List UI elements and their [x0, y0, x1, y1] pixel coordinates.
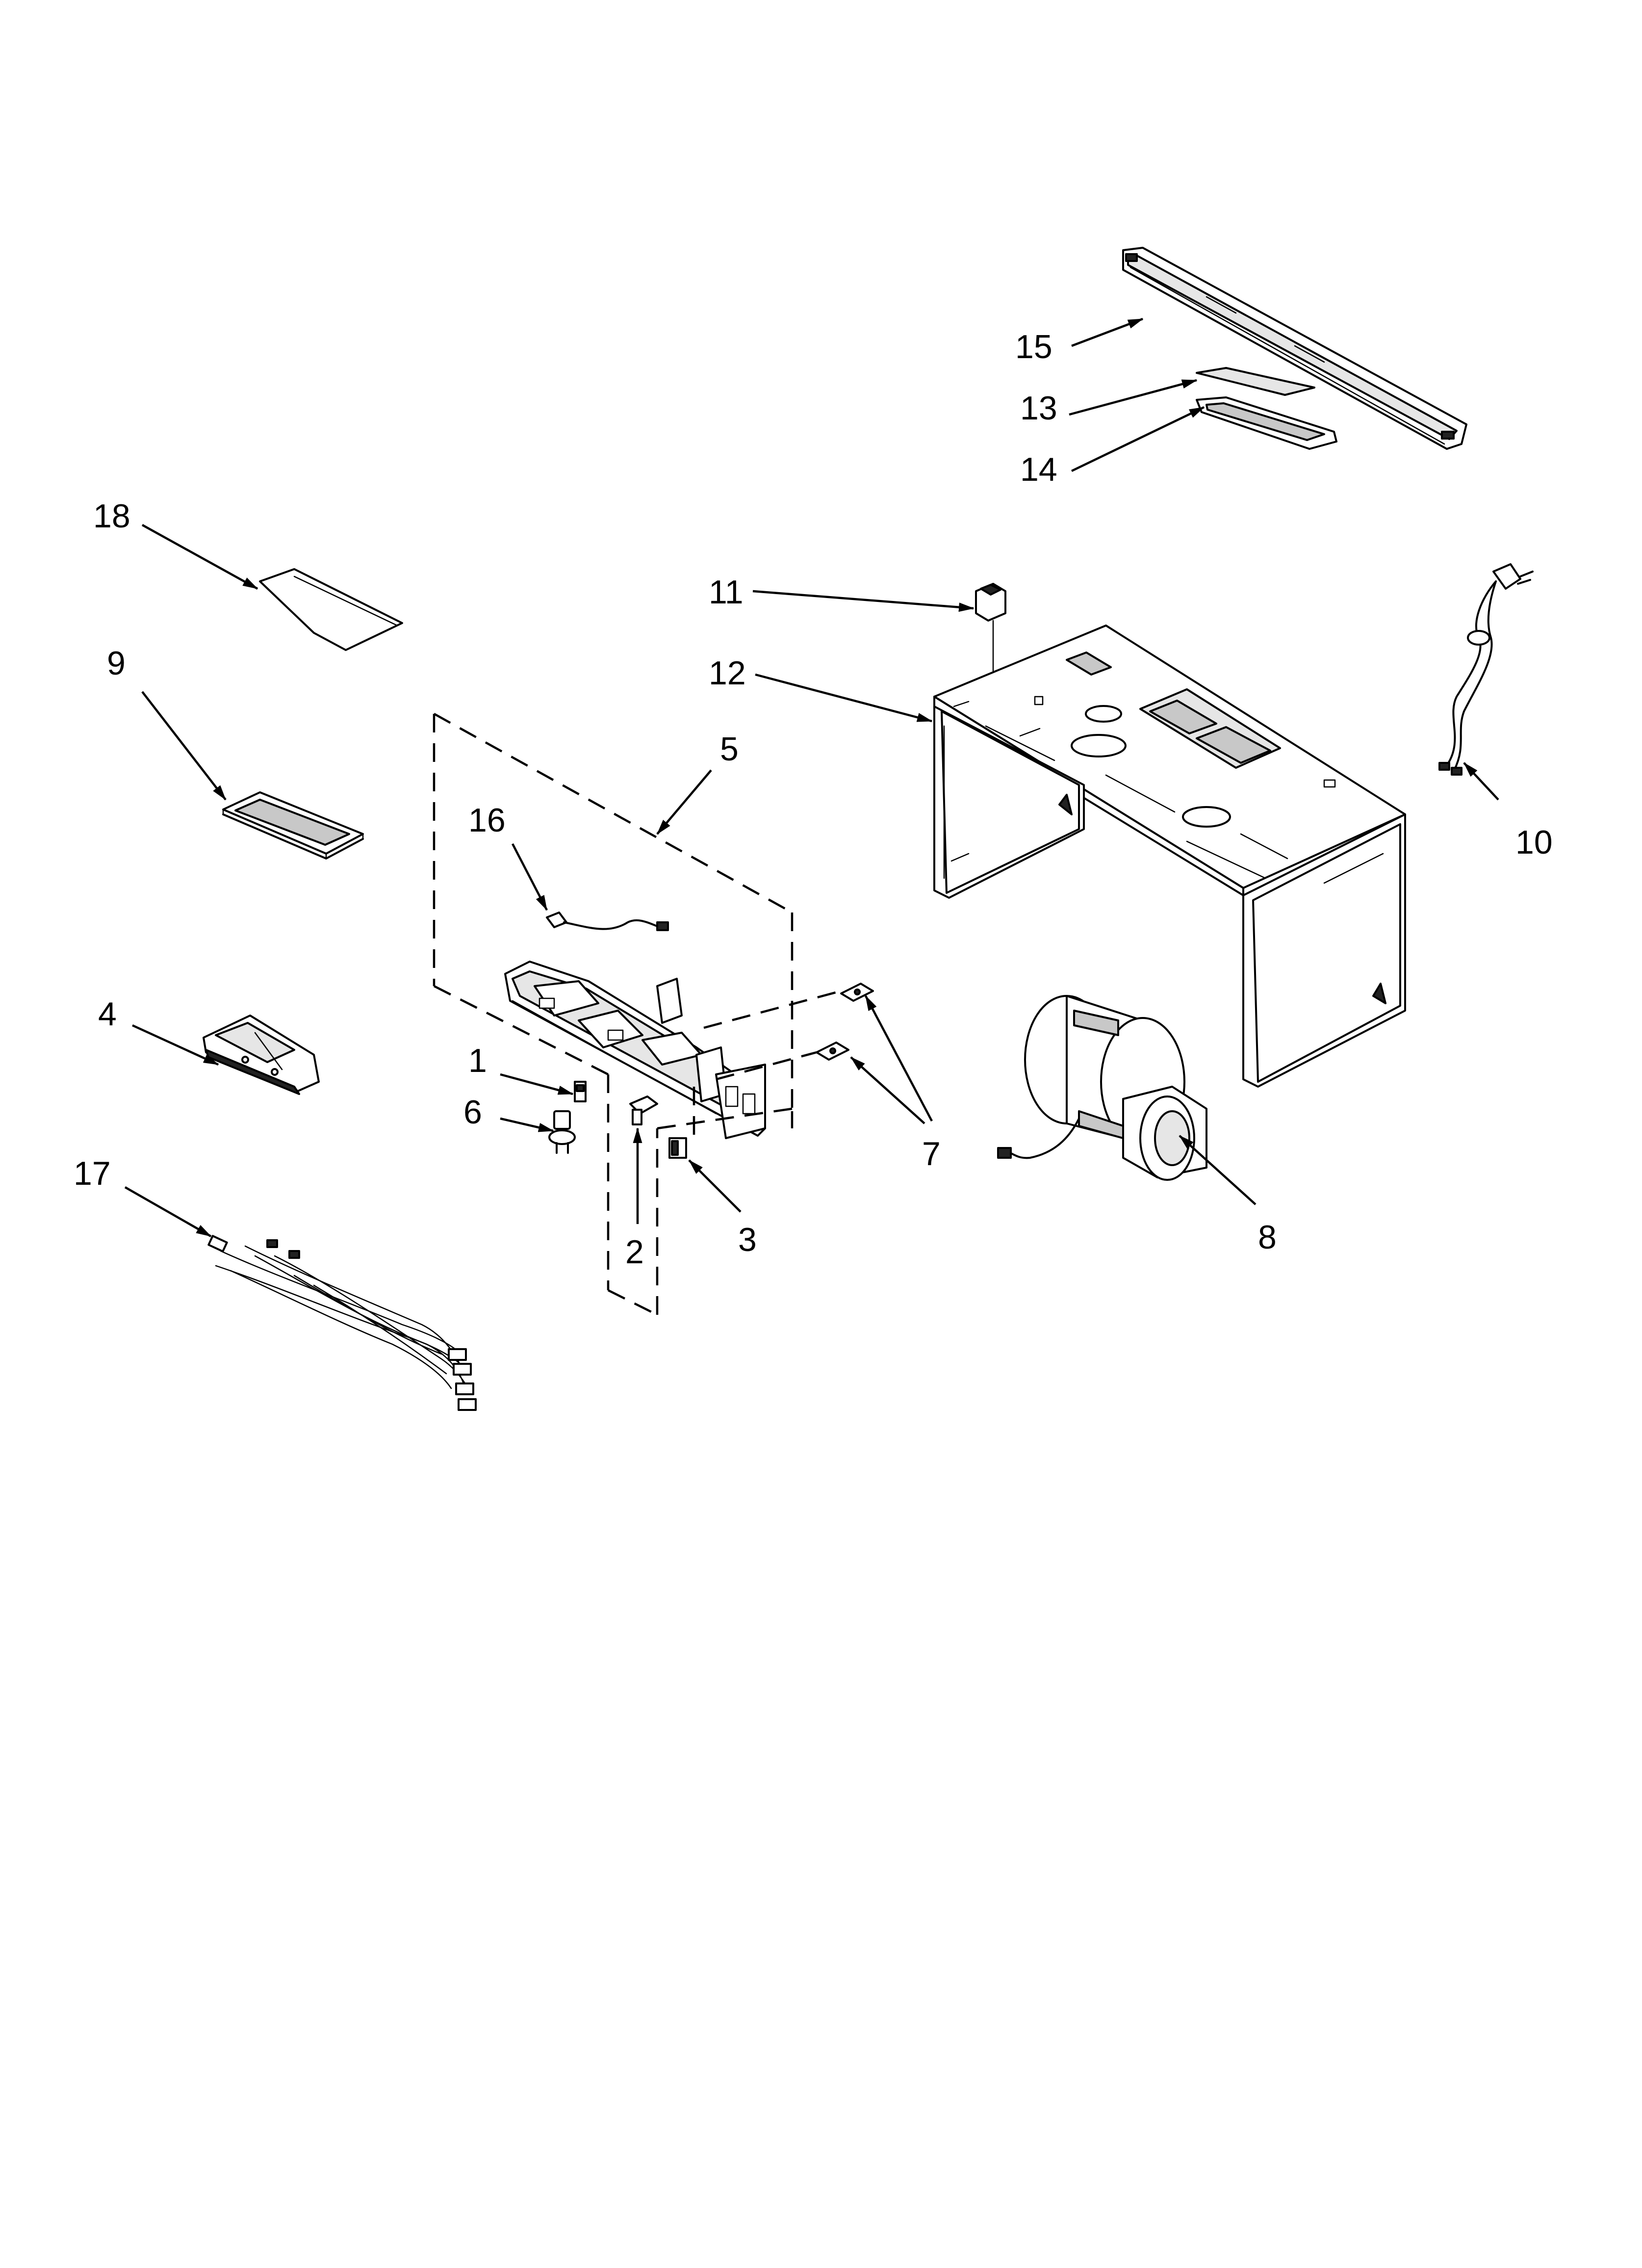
part-17-wire-harness — [207, 1235, 477, 1411]
callout-2: 2 — [625, 1233, 644, 1271]
leader-1 — [500, 1073, 574, 1095]
callout-14: 14 — [1020, 451, 1057, 488]
callout-10: 10 — [1515, 824, 1553, 861]
leader-15 — [1071, 317, 1144, 347]
leader-18 — [141, 524, 258, 590]
leader-3 — [688, 1159, 742, 1213]
callout-18: 18 — [93, 497, 130, 535]
part-16-sensor-lead — [546, 912, 669, 931]
assembly-dashed-frame — [433, 713, 842, 1316]
part-7-clip-lower — [816, 1042, 849, 1061]
callout-6: 6 — [463, 1094, 482, 1131]
callout-9: 9 — [107, 645, 126, 682]
part-15-mounting-rail — [1122, 247, 1467, 450]
callout-3: 3 — [738, 1221, 757, 1258]
part-14-filter-tray — [1196, 396, 1337, 450]
part-4-vent-cover — [203, 1015, 320, 1095]
leader-11 — [752, 590, 975, 612]
part-5-control-bracket — [504, 961, 766, 1139]
leader-5 — [656, 769, 712, 835]
callout-5: 5 — [720, 730, 739, 768]
leader-7a — [865, 995, 933, 1122]
part-8-blower-motor — [997, 995, 1207, 1181]
leader-7b — [850, 1056, 925, 1124]
leader-14 — [1071, 406, 1205, 472]
part-1-switch — [574, 1081, 587, 1102]
callout-17: 17 — [74, 1155, 111, 1192]
leader-6 — [500, 1117, 554, 1132]
part-10-power-cord — [1438, 563, 1534, 776]
leader-10 — [1463, 762, 1499, 801]
callout-4: 4 — [98, 995, 117, 1033]
callout-15: 15 — [1015, 328, 1052, 365]
callout-labels: 15 13 14 18 11 9 12 5 16 10 4 1 6 7 17 3… — [74, 328, 1553, 1271]
callout-1: 1 — [468, 1042, 487, 1079]
part-13-filter-pad — [1196, 367, 1315, 396]
callout-16: 16 — [468, 802, 506, 839]
leader-8 — [1179, 1135, 1257, 1205]
part-12-cabinet-frame — [933, 625, 1406, 1088]
callout-7: 7 — [922, 1135, 941, 1173]
part-7-clip-upper — [840, 983, 874, 1002]
callout-12: 12 — [709, 654, 746, 692]
leader-9 — [141, 691, 227, 801]
leader-16 — [512, 843, 548, 911]
callout-8: 8 — [1258, 1219, 1277, 1256]
leader-4 — [132, 1024, 219, 1066]
part-2-switch — [629, 1095, 658, 1125]
part-18-packet — [259, 568, 403, 651]
leader-13 — [1069, 379, 1198, 416]
leader-12 — [755, 673, 933, 723]
part-9-grease-filter — [222, 791, 364, 860]
leader-17 — [124, 1186, 212, 1237]
leader-lines — [124, 317, 1499, 1237]
part-3-switch-block — [668, 1137, 687, 1159]
part-6-thermostat — [548, 1110, 576, 1154]
callout-13: 13 — [1020, 390, 1057, 427]
callout-11: 11 — [709, 574, 744, 611]
